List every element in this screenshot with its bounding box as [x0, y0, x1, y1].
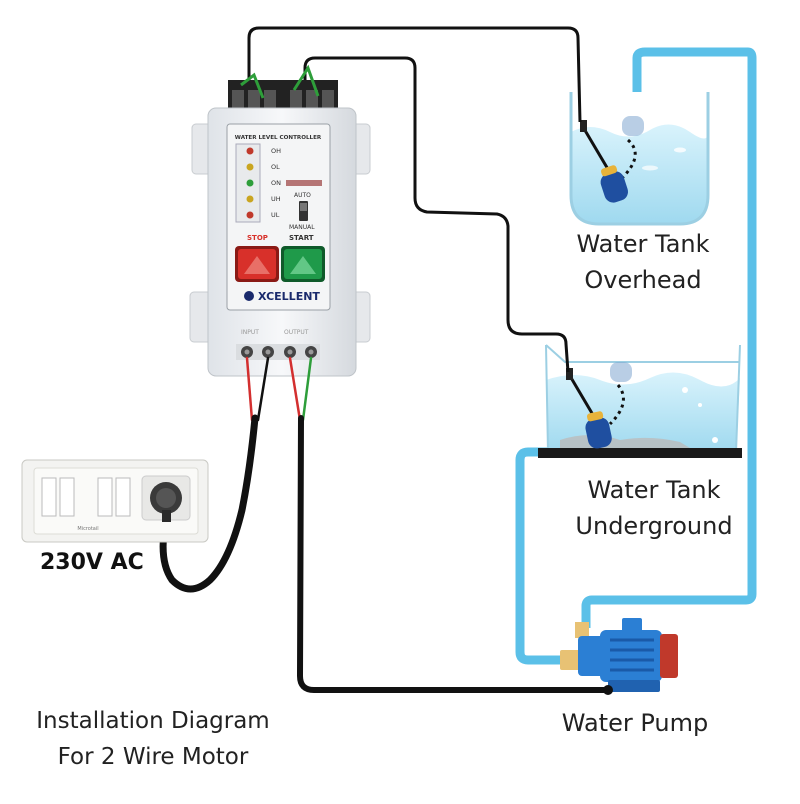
wire-pump-cable	[297, 415, 607, 693]
voltage-label: 230V AC	[40, 550, 144, 575]
overhead-tank-label-line2: Overhead	[584, 266, 702, 294]
switch-1[interactable]	[41, 477, 57, 517]
stop-label: STOP	[247, 234, 268, 242]
water-pump-label-text: Water Pump	[561, 709, 709, 737]
start-label: START	[289, 234, 314, 242]
switch-2[interactable]	[59, 477, 75, 517]
installation-caption-line2: For 2 Wire Motor	[57, 744, 249, 770]
wire-to-overhead-tank	[247, 26, 582, 123]
overhead-float-ghost	[622, 116, 644, 136]
water-pump	[560, 618, 678, 695]
water-level-controller: WATER LEVEL CONTROLLER OH OL ON UH UL AU…	[189, 64, 371, 377]
water-pump-label: Water Pump	[540, 705, 730, 741]
indicator-ol-led	[246, 163, 254, 171]
mode-auto-label: AUTO	[294, 192, 311, 199]
underground-tank-label: Water Tank Underground	[548, 472, 760, 544]
installation-caption-line1: Installation Diagram	[36, 708, 270, 734]
indicator-on-label: ON	[271, 179, 281, 187]
controller-brand: XCELLENT	[258, 290, 320, 303]
switch-board: Microtail	[21, 459, 209, 543]
overhead-tank	[569, 92, 710, 226]
underground-float-switch	[585, 411, 612, 449]
overhead-float-switch	[600, 165, 629, 203]
pump-motor-end	[660, 634, 678, 678]
indicator-ul-label: UL	[271, 211, 280, 219]
installation-caption: Installation Diagram For 2 Wire Motor	[12, 703, 294, 775]
underground-tank-label-line1: Water Tank	[587, 476, 721, 504]
bottom-terminal-block	[236, 344, 320, 360]
overhead-tank-water	[571, 124, 709, 224]
output-terminal-label: OUTPUT	[284, 329, 309, 336]
indicator-uh-label: UH	[271, 195, 281, 203]
overhead-tank-label-line1: Water Tank	[576, 230, 710, 258]
pipe-overhead-feed	[581, 47, 757, 628]
overhead-tank-outline	[569, 92, 710, 226]
underground-tank	[538, 344, 742, 458]
power-socket-plug[interactable]	[141, 475, 191, 522]
start-button[interactable]	[281, 246, 325, 282]
underground-float-cable	[568, 375, 598, 421]
indicator-ol-label: OL	[271, 163, 280, 171]
underground-tank-base	[538, 448, 742, 458]
controller-title: WATER LEVEL CONTROLLER	[235, 135, 322, 141]
pipe-underground-suction	[515, 447, 562, 665]
switch-4[interactable]	[115, 477, 131, 517]
indicator-uh-led	[246, 195, 254, 203]
power-wiring	[159, 356, 607, 693]
overhead-float-clamp	[580, 120, 587, 132]
indicator-on-led	[246, 179, 254, 187]
sensor-wiring	[247, 26, 582, 373]
switchboard-brand: Microtail	[77, 526, 98, 532]
switch-3[interactable]	[97, 477, 113, 517]
wire-supply-cable	[159, 414, 259, 593]
indicator-oh-label: OH	[271, 147, 281, 155]
overhead-tank-label: Water Tank Overhead	[548, 226, 738, 298]
mode-manual-label: MANUAL	[289, 224, 315, 231]
underground-tank-label-line2: Underground	[575, 512, 733, 540]
stop-button[interactable]	[235, 246, 279, 282]
indicator-oh-led	[246, 147, 254, 155]
pipe-network	[515, 47, 757, 665]
input-terminal-label: INPUT	[241, 329, 259, 336]
top-terminal-block	[228, 80, 338, 110]
wire-to-underground-tank	[303, 56, 570, 373]
indicator-ul-led	[246, 211, 254, 219]
pump-motor-body	[600, 630, 662, 682]
